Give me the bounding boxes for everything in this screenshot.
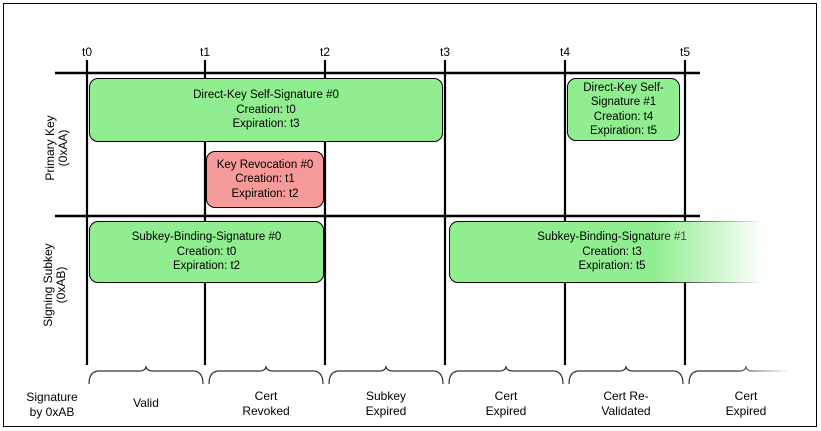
signature-expiration: Expiration: t5 <box>578 260 646 273</box>
signature-expiration: Expiration: t2 <box>172 260 241 273</box>
fade-edge-bottom <box>654 282 774 284</box>
signature-creation: Creation: t4 <box>593 110 654 123</box>
period-label-line1: Cert Re- <box>603 389 649 403</box>
period-label-line2: Expired <box>725 404 767 418</box>
period-label-line2: Expired <box>485 404 527 418</box>
track-label-primary-key-line1: Primary Key <box>43 115 57 181</box>
signature-box-subkey-binding-signature-0[interactable]: Subkey-Binding-Signature #0 Creation: t0… <box>89 221 324 283</box>
signature-creation: Creation: t0 <box>236 103 296 116</box>
track-label-signing-subkey-line2: (0xAB) <box>54 266 68 304</box>
period-label-line1: Cert <box>254 389 278 403</box>
page-border <box>3 3 817 427</box>
period-label-line1: Subkey <box>365 389 407 403</box>
period-label-line1: Cert <box>734 389 758 403</box>
tick-label-t3: t3 <box>439 45 450 59</box>
signature-expiration: Expiration: t2 <box>231 187 299 200</box>
period-label-line1: Valid <box>133 396 159 410</box>
period-brace-cert-re-validated <box>568 365 684 385</box>
tick-label-t0: t0 <box>81 45 92 59</box>
signature-creation: Creation: t3 <box>582 245 642 258</box>
signature-box-direct-key-self-signature-0[interactable]: Direct-Key Self-Signature #0 Creation: t… <box>89 78 443 142</box>
tick-label-t2: t2 <box>319 45 330 59</box>
period-brace-cert-expired-2 <box>688 365 790 385</box>
period-label-cert-expired-2: Cert Expired <box>706 389 786 419</box>
signature-box-direct-key-self-signature-1[interactable]: Direct-Key Self- Signature #1 Creation: … <box>567 78 680 141</box>
tick-label-t5: t5 <box>679 45 690 59</box>
signature-box-subkey-binding-signature-1[interactable]: Subkey-Binding-Signature #1 Creation: t3… <box>449 220 774 284</box>
signature-title: Direct-Key Self-Signature #0 <box>193 89 339 102</box>
footer-corner-label: Signature by 0xAB <box>12 390 92 420</box>
period-label-cert-expired-1: Cert Expired <box>466 389 546 419</box>
footer-corner-line2: by 0xAB <box>29 405 75 419</box>
period-label-valid: Valid <box>106 396 186 411</box>
period-brace-subkey-expired <box>328 365 444 385</box>
signature-title: Subkey-Binding-Signature #0 <box>131 231 282 244</box>
track-label-signing-subkey: Signing Subkey (0xAB) <box>41 215 68 355</box>
signature-creation: Creation: t1 <box>235 173 295 186</box>
signature-expiration: Expiration: t3 <box>232 118 300 131</box>
period-label-cert-re-validated: Cert Re- Validated <box>586 389 666 419</box>
track-label-primary-key-line2: (0xAA) <box>56 129 70 167</box>
track-label-primary-key: Primary Key (0xAA) <box>43 88 70 208</box>
signature-title-cont: Signature #1 <box>590 96 657 108</box>
signature-title: Subkey-Binding-Signature #1 <box>537 231 687 244</box>
period-brace-cert-revoked <box>208 365 324 385</box>
signature-box-key-revocation-0[interactable]: Key Revocation #0 Creation: t1 Expiratio… <box>206 151 324 208</box>
fade-edge-top <box>654 220 774 222</box>
period-label-line2: Validated <box>601 404 651 418</box>
signature-title: Direct-Key Self- <box>583 81 664 94</box>
footer-corner-line1: Signature <box>26 390 78 404</box>
period-label-cert-revoked: Cert Revoked <box>226 389 306 419</box>
track-label-signing-subkey-line1: Signing Subkey <box>41 243 55 327</box>
period-label-line2: Revoked <box>242 404 290 418</box>
tick-label-t4: t4 <box>559 45 570 59</box>
period-label-subkey-expired: Subkey Expired <box>346 389 426 419</box>
period-label-line1: Cert <box>494 389 518 403</box>
signature-expiration: Expiration: t5 <box>589 125 658 137</box>
period-brace-valid <box>88 365 204 385</box>
period-brace-cert-expired-1 <box>448 365 564 385</box>
tick-label-t1: t1 <box>199 45 210 59</box>
period-label-line2: Expired <box>365 404 407 418</box>
signature-creation: Creation: t0 <box>176 245 237 258</box>
signature-title: Key Revocation #0 <box>216 158 314 171</box>
